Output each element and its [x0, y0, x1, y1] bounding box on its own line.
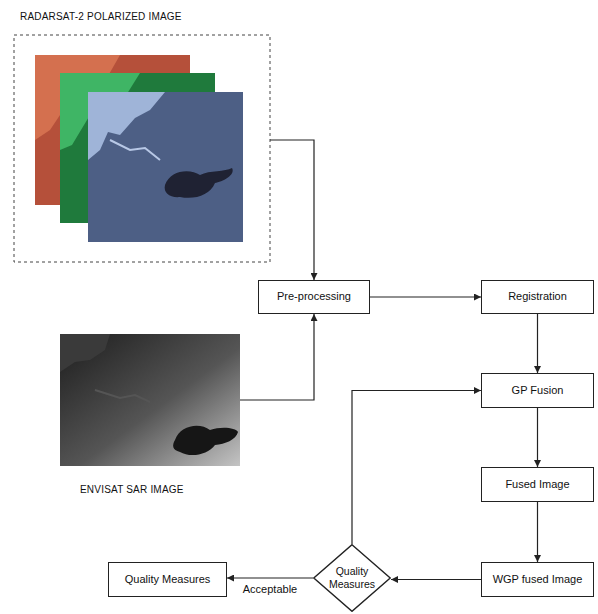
blue-land [88, 92, 165, 160]
flow-arrow [227, 577, 313, 578]
process-box: Pre-processing [258, 280, 370, 314]
envisat-image [60, 334, 240, 466]
flow-arrow [537, 314, 538, 373]
decision-diamond: Quality Measures [313, 544, 391, 612]
image-caption: RADARSAT-2 POLARIZED IMAGE [20, 11, 182, 23]
node-label: Quality Measures [324, 565, 380, 590]
process-box: Quality Measures [108, 562, 227, 597]
radarsat-stack [35, 55, 243, 242]
node-label: Fused Image [505, 478, 569, 491]
edge-label: Acceptable [241, 583, 299, 595]
flow-arrow [352, 391, 481, 545]
flow-arrow [537, 408, 538, 467]
sar-land [60, 334, 110, 372]
coast-line [110, 140, 160, 160]
node-label: WGP fused Image [493, 573, 583, 586]
sar-ground [60, 334, 240, 466]
node-label: Pre-processing [277, 290, 351, 303]
node-label: Registration [508, 290, 567, 303]
node-label: Quality Measures [125, 573, 211, 586]
image-group: ENVISAT SAR IMAGE [60, 334, 240, 466]
dashed-group-frame [14, 35, 270, 262]
flow-arrow [270, 140, 314, 280]
flow-arrow [370, 296, 481, 297]
sar-slick [173, 426, 238, 455]
image-caption: ENVISAT SAR IMAGE [80, 484, 184, 496]
blue-channel-image [88, 92, 243, 242]
oil-slick [165, 168, 233, 198]
sar-coast [95, 390, 150, 402]
node-label: GP Fusion [512, 384, 564, 397]
image-group: RADARSAT-2 POLARIZED IMAGE [14, 35, 270, 262]
process-box: GP Fusion [481, 373, 594, 408]
flow-arrow [391, 579, 481, 580]
flow-arrow [537, 502, 538, 562]
flow-arrow [240, 314, 314, 400]
process-box: Registration [481, 280, 594, 314]
process-box: WGP fused Image [481, 562, 594, 597]
process-box: Fused Image [481, 467, 594, 502]
